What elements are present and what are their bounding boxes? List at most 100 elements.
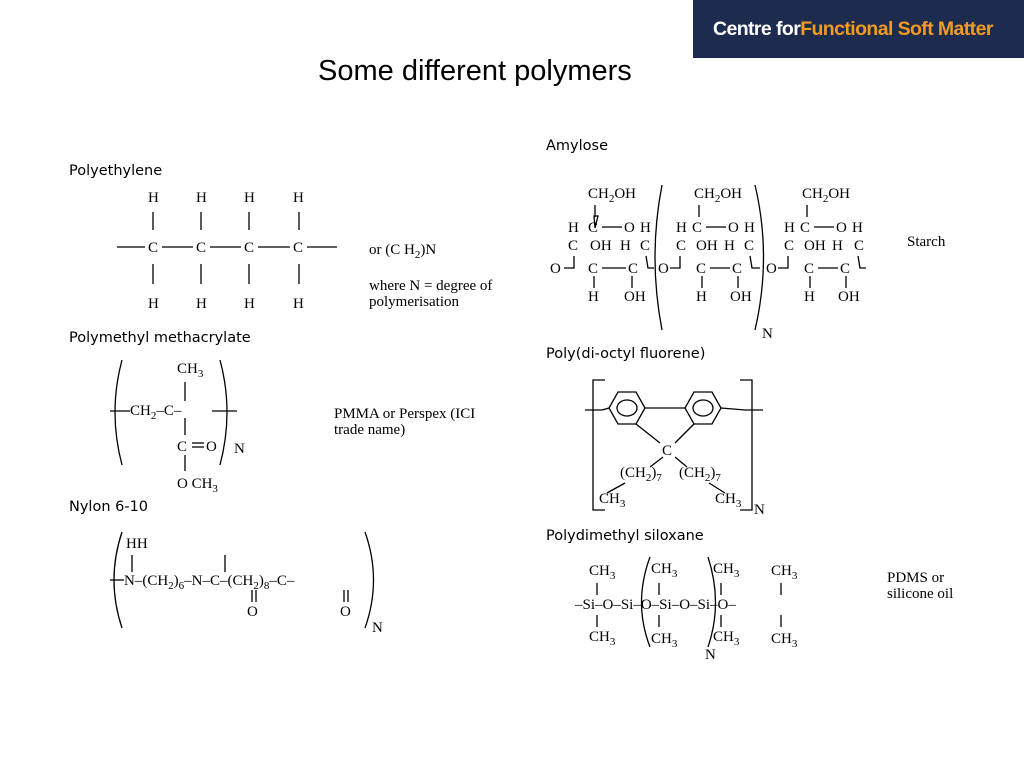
pmma-note-line1: PMMA or Perspex (ICI: [334, 406, 476, 422]
pdms-note-line2: silicone oil: [887, 586, 954, 602]
svg-text:C: C: [692, 220, 702, 236]
svg-text:O: O: [836, 220, 847, 236]
svg-text:CH3: CH3: [771, 631, 798, 650]
polyethylene-structure: H H H H C C C C H H H H: [117, 190, 337, 312]
svg-text:CH3: CH3: [589, 563, 616, 582]
pdms-structure: N CH3 CH3 CH3 CH3 –Si–O–Si–O–Si–O–Si–O– …: [574, 556, 798, 663]
pmma-structure: CH3 CH2–C– C O N O CH3: [110, 359, 245, 495]
svg-text:O: O: [766, 261, 777, 277]
svg-text:CH3: CH3: [713, 629, 740, 648]
svg-text:CH3: CH3: [771, 563, 798, 582]
atom-h: H: [244, 296, 255, 312]
svg-text:O: O: [247, 604, 258, 620]
logo-text-white: Centre for: [713, 17, 801, 40]
svg-text:O: O: [728, 220, 739, 236]
svg-text:CH2OH: CH2OH: [694, 186, 742, 205]
nylon-heading: Nylon 6-10: [69, 499, 149, 515]
svg-text:H: H: [724, 238, 735, 254]
atom-h: H: [293, 190, 304, 206]
atom-h: H: [196, 190, 207, 206]
polyethylene-heading: Polyethylene: [69, 163, 163, 179]
svg-text:C: C: [568, 238, 578, 254]
svg-text:O: O: [340, 604, 351, 620]
svg-text:OH: OH: [730, 289, 752, 305]
svg-text:C: C: [662, 443, 672, 459]
svg-text:C: C: [177, 439, 187, 455]
fluorene-structure: N C (CH2)7 (CH2)7 CH3 CH3: [585, 379, 765, 518]
nylon-structure: HH N–(CH2)6–N–C–(CH2)8–C– O O N: [110, 531, 383, 636]
pdms-repeat: N: [705, 647, 716, 663]
fluorene-repeat: N: [754, 502, 765, 518]
centre-logo: Centre for Functional Soft Matter: [693, 0, 1024, 58]
pmma-heading: Polymethyl methacrylate: [69, 330, 251, 346]
svg-text:OH: OH: [696, 238, 718, 254]
pdms-heading: Polydimethyl siloxane: [546, 528, 704, 544]
svg-text:C: C: [588, 261, 598, 277]
svg-text:C: C: [744, 238, 754, 254]
svg-text:C: C: [732, 261, 742, 277]
svg-text:CH3: CH3: [589, 629, 616, 648]
atom-h: H: [148, 296, 159, 312]
svg-text:C: C: [640, 238, 650, 254]
svg-text:H: H: [676, 220, 687, 236]
svg-text:(CH2)7: (CH2)7: [620, 465, 662, 484]
svg-text:H: H: [640, 220, 651, 236]
svg-text:CH3: CH3: [599, 491, 626, 510]
svg-text:CH2OH: CH2OH: [802, 186, 850, 205]
atom-h: H: [293, 296, 304, 312]
polyethylene-formula: or (C H2)N: [369, 242, 437, 262]
pmma-repeat: N: [234, 441, 245, 457]
amylose-heading: Amylose: [546, 138, 609, 154]
svg-text:C: C: [628, 261, 638, 277]
svg-text:OH: OH: [590, 238, 612, 254]
svg-text:C: C: [854, 238, 864, 254]
pmma-note-line2: trade name): [334, 422, 406, 438]
svg-text:C: C: [804, 261, 814, 277]
svg-text:(CH2)7: (CH2)7: [679, 465, 721, 484]
logo-text-orange: Functional Soft Matter: [800, 17, 993, 40]
svg-text:C: C: [784, 238, 794, 254]
slide-title: Some different polymers: [318, 55, 632, 87]
svg-text:OH: OH: [624, 289, 646, 305]
svg-text:CH3: CH3: [715, 491, 742, 510]
svg-text:O: O: [206, 439, 217, 455]
svg-text:C: C: [676, 238, 686, 254]
atom-h: H: [148, 190, 159, 206]
svg-text:CH3: CH3: [713, 561, 740, 580]
svg-text:H: H: [852, 220, 863, 236]
svg-text:C: C: [696, 261, 706, 277]
atom-c: C: [244, 240, 254, 256]
svg-text:C: C: [800, 220, 810, 236]
pdms-note-line1: PDMS or: [887, 570, 945, 586]
svg-text:O CH3: O CH3: [177, 476, 218, 495]
svg-text:H: H: [784, 220, 795, 236]
amylose-note: Starch: [907, 234, 946, 250]
svg-text:O: O: [624, 220, 635, 236]
svg-text:H: H: [696, 289, 707, 305]
svg-text:H: H: [744, 220, 755, 236]
svg-text:HH: HH: [126, 536, 148, 552]
svg-text:H: H: [804, 289, 815, 305]
svg-text:H: H: [620, 238, 631, 254]
atom-h: H: [196, 296, 207, 312]
fluorene-heading: Poly(di-octyl fluorene): [546, 346, 706, 362]
svg-text:O: O: [550, 261, 561, 277]
svg-text:–Si–O–Si–O–Si–O–Si–O–: –Si–O–Si–O–Si–O–Si–O–: [574, 597, 736, 613]
svg-text:N–(CH2)6–N–C–(CH2)8–C–: N–(CH2)6–N–C–(CH2)8–C–: [124, 573, 295, 592]
polyethylene-note-line1: where N = degree of: [369, 278, 493, 294]
atom-c: C: [196, 240, 206, 256]
svg-text:C: C: [840, 261, 850, 277]
svg-text:CH2–C–: CH2–C–: [130, 403, 182, 422]
atom-h: H: [244, 190, 255, 206]
amylose-repeat: N: [762, 326, 773, 342]
svg-text:CH3: CH3: [177, 361, 204, 380]
polyethylene-note-line2: polymerisation: [369, 294, 459, 310]
nylon-repeat: N: [372, 620, 383, 636]
svg-text:CH2OH: CH2OH: [588, 186, 636, 205]
svg-text:CH3: CH3: [651, 631, 678, 650]
svg-text:H: H: [568, 220, 579, 236]
atom-c: C: [293, 240, 303, 256]
svg-text:H: H: [588, 289, 599, 305]
svg-text:H: H: [832, 238, 843, 254]
